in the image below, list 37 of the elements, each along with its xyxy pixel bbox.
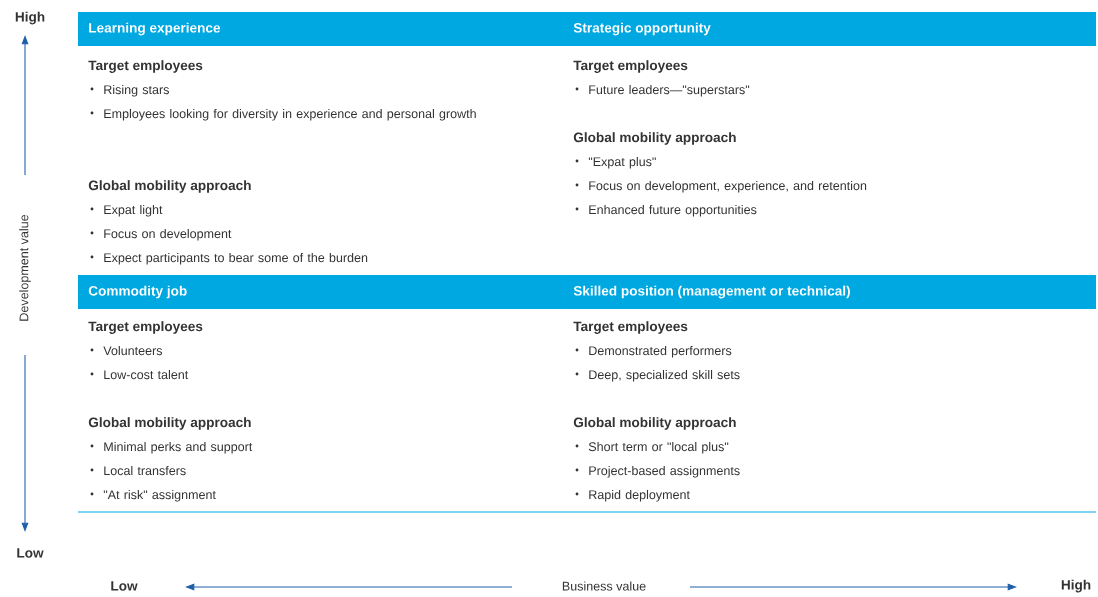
section-heading: Target employees — [573, 321, 688, 334]
bullet-item: Focus on development, experience, and retention — [575, 180, 867, 193]
bullet-item: Rapid deployment — [575, 489, 690, 502]
bullet-item: Enhanced future opportunities — [575, 204, 757, 217]
axis-label: High — [1061, 579, 1091, 593]
bullet-item: Short term or "local plus" — [575, 441, 729, 454]
bullet-item: Deep, specialized skill sets — [575, 369, 740, 382]
section-heading: Global mobility approach — [573, 417, 736, 430]
section-heading: Target employees — [573, 60, 688, 73]
axis-label: Low — [17, 548, 44, 558]
bullet-item: Expect participants to bear some of the burden — [90, 252, 368, 265]
bullet-item: Low-cost talent — [90, 369, 189, 380]
bullet-item: "At risk" assignment — [90, 489, 216, 502]
axis-label: Low — [111, 581, 138, 591]
bullet-item: Future leaders—"superstars" — [575, 84, 750, 97]
bullet-item: Project-based assignments — [575, 465, 740, 478]
section-heading: Global mobility approach — [573, 132, 736, 145]
section-heading: Global mobility approach — [88, 180, 251, 193]
header-band: Skilled position (management or technical) — [563, 275, 1096, 309]
bullet-item: Minimal perks and support — [90, 441, 253, 454]
header-band: Commodity job — [78, 275, 563, 309]
section-heading: Global mobility approach — [88, 417, 251, 430]
axis-label: Business value — [562, 581, 646, 591]
section-heading: Target employees — [88, 60, 203, 73]
bullet-item: Demonstrated performers — [575, 345, 732, 358]
bullet-item: Volunteers — [90, 345, 163, 356]
bullet-item: Focus on development — [90, 228, 232, 241]
bullet-item: "Expat plus" — [575, 156, 656, 169]
bullet-item: Local transfers — [90, 465, 186, 476]
section-heading: Target employees — [88, 321, 203, 334]
header-band: Strategic opportunity — [563, 12, 1096, 46]
header-band: Learning experience — [78, 12, 563, 46]
axis-label: Development value — [19, 214, 31, 321]
axis-label: High — [15, 11, 45, 25]
bullet-item: Expat light — [90, 204, 163, 217]
bullet-item: Employees looking for diversity in experience and personal growth — [90, 108, 476, 121]
bullet-item: Rising stars — [90, 84, 169, 97]
